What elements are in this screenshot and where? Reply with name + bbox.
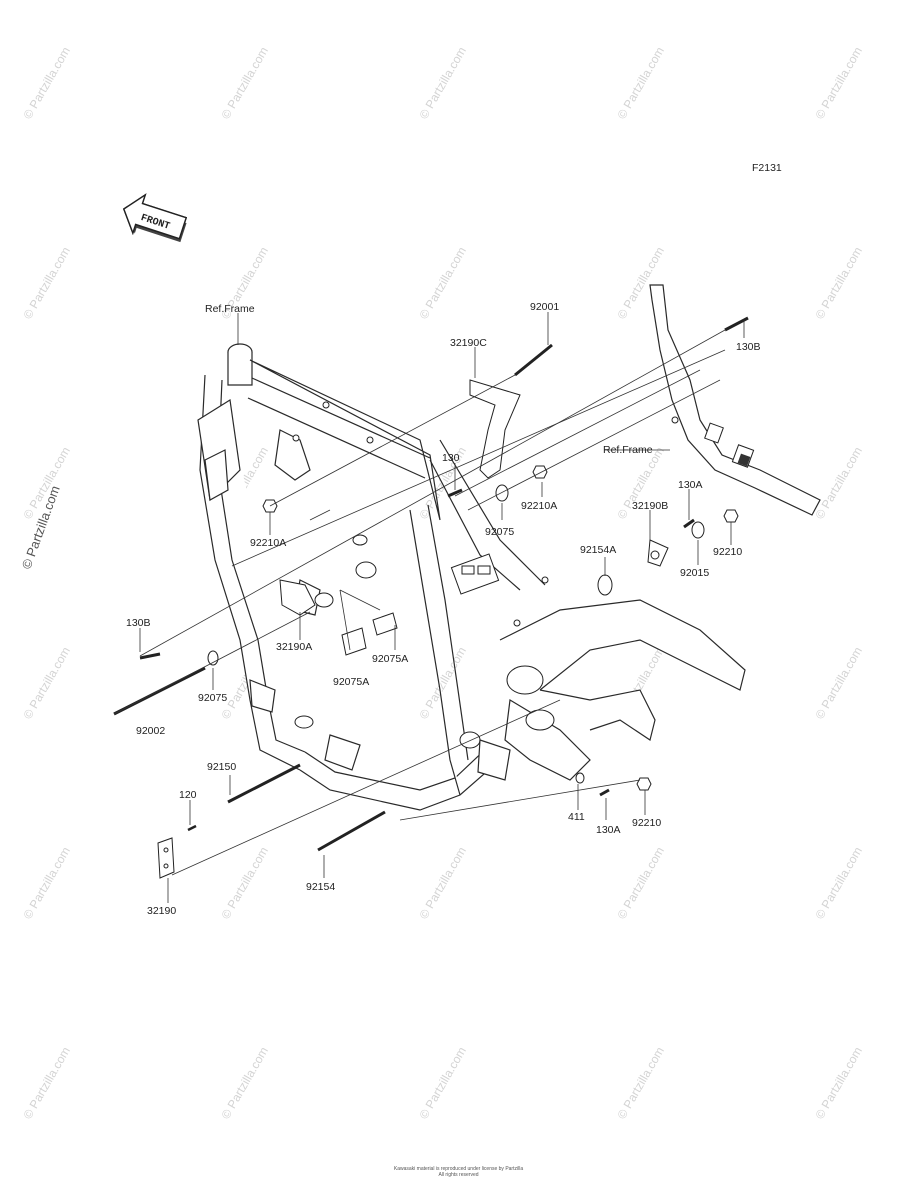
- label-92075A-a: 92075A: [333, 676, 369, 688]
- label-130B-top: 130B: [736, 341, 761, 353]
- watermark-text: © Partzilla.com: [812, 1044, 865, 1121]
- main-frame: [197, 343, 746, 811]
- label-32190B: 32190B: [632, 500, 668, 512]
- parts: [113, 316, 749, 879]
- watermark-text: © Partzilla.com: [20, 644, 73, 721]
- leader-lines: [113, 312, 745, 903]
- label-92210-bottom: 92210: [632, 817, 661, 829]
- label-92002: 92002: [136, 725, 165, 737]
- watermark-text: © Partzilla.com: [614, 844, 667, 921]
- label-92075-mid: 92075: [485, 526, 514, 538]
- watermark-text: © Partzilla.com: [614, 1044, 667, 1121]
- front-arrow-icon: FRONT: [122, 193, 188, 243]
- label-130A-top: 130A: [678, 479, 703, 491]
- label-130A-bottom: 130A: [596, 824, 621, 836]
- watermark-text: © Partzilla.com: [416, 244, 469, 321]
- label-92075A-b: 92075A: [372, 653, 408, 665]
- watermark-text: © Partzilla.com: [812, 244, 865, 321]
- label-92210-right: 92210: [713, 546, 742, 558]
- copyright-text: Kawasaki material is reproduced under li…: [0, 1166, 917, 1178]
- watermark-text: © Partzilla.com: [614, 44, 667, 121]
- watermark-text: © Partzilla.com: [812, 444, 865, 521]
- label-ref-frame-top: Ref.Frame: [205, 303, 255, 315]
- watermark-text: © Partzilla.com: [20, 844, 73, 921]
- label-32190A: 32190A: [276, 641, 312, 653]
- label-92150: 92150: [207, 761, 236, 773]
- watermark-text: © Partzilla.com: [20, 44, 73, 121]
- copyright-line-2: All rights reserved: [438, 1172, 479, 1178]
- watermark-text: © Partzilla.com: [218, 1044, 271, 1121]
- label-32190C: 32190C: [450, 337, 487, 349]
- label-92075-left: 92075: [198, 692, 227, 704]
- watermark-text: © Partzilla.com: [416, 844, 469, 921]
- label-130: 130: [442, 452, 460, 464]
- label-92001: 92001: [530, 301, 559, 313]
- watermark-text: © Partzilla.com: [416, 1044, 469, 1121]
- label-ref-frame-right: Ref.Frame: [603, 444, 653, 456]
- watermark-text: © Partzilla.com: [812, 644, 865, 721]
- watermark-text: © Partzilla.com: [20, 1044, 73, 1121]
- diagram-code: F2131: [752, 162, 782, 174]
- label-92154: 92154: [306, 881, 335, 893]
- label-120: 120: [179, 789, 197, 801]
- label-92154A: 92154A: [580, 544, 616, 556]
- copyright-line-1: Kawasaki material is reproduced under li…: [393, 1166, 524, 1172]
- label-32190: 32190: [147, 905, 176, 917]
- watermark-text: © Partzilla.com: [20, 244, 73, 321]
- label-92015: 92015: [680, 567, 709, 579]
- label-130B-left: 130B: [126, 617, 151, 629]
- part-labels: Ref.Frame 92001 32190C 130B Ref.Frame 13…: [126, 301, 761, 917]
- label-92210A-mid: 92210A: [521, 500, 557, 512]
- ref-frame-rear: [649, 284, 821, 516]
- label-92210A-left: 92210A: [250, 537, 286, 549]
- watermark-text: © Partzilla.com: [812, 844, 865, 921]
- watermark-text: © Partzilla.com: [812, 44, 865, 121]
- watermark-text: © Partzilla.com: [416, 44, 469, 121]
- watermark-text: © Partzilla.com: [218, 844, 271, 921]
- watermark-text: © Partzilla.com: [218, 44, 271, 121]
- label-411: 411: [568, 811, 585, 823]
